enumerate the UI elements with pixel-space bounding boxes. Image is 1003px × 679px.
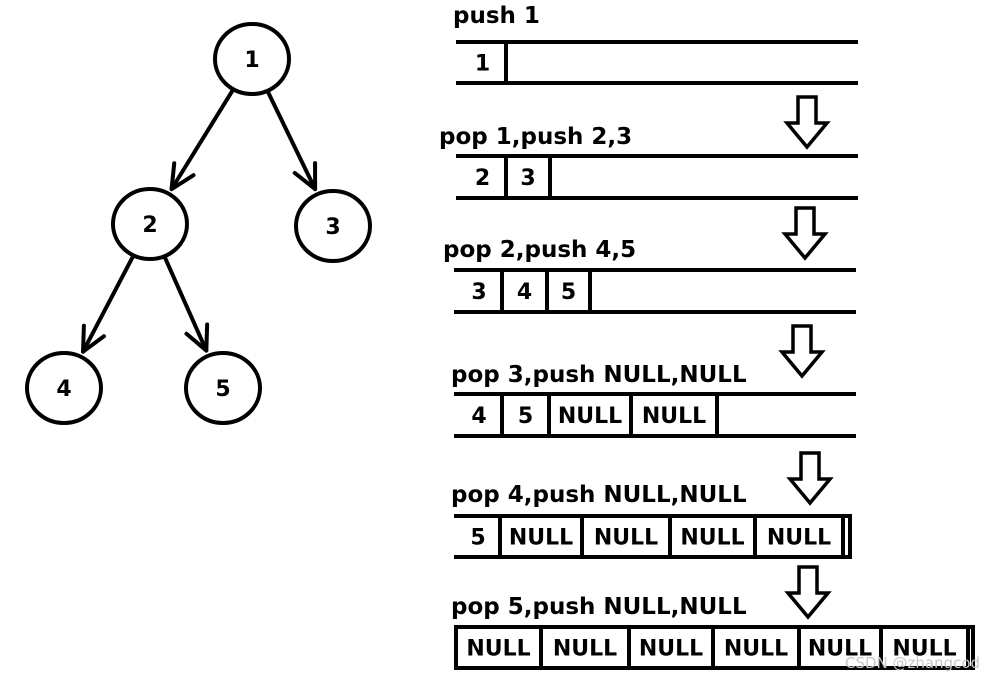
tree-edge-2-5 (162, 253, 210, 353)
down-arrow-icon (778, 324, 826, 379)
queue-cell-value: NULL (558, 404, 622, 429)
queue-step-3: pop 2,push 4,5 3 4 5 (443, 237, 856, 314)
queue-step-2: pop 1,push 2,3 2 3 (439, 124, 858, 200)
queue-cell: NULL (642, 394, 719, 436)
queue-cell-value: NULL (594, 526, 658, 551)
queue-cell-value: 5 (470, 526, 485, 551)
tree-node-5: 5 (184, 351, 262, 425)
queue-cell-value: 5 (518, 404, 533, 429)
queue-cell: NULL (879, 627, 970, 668)
queue-cell: NULL (547, 394, 633, 436)
queue-cell-value: 5 (561, 280, 576, 305)
tree-node-label: 2 (142, 213, 157, 238)
step-label: pop 1,push 2,3 (439, 124, 632, 150)
queue-cell-value: NULL (509, 526, 573, 551)
queue-cell: 3 (471, 270, 504, 312)
queue-cell: 2 (475, 156, 508, 198)
queue-cell-value: NULL (724, 637, 788, 662)
watermark: CSDN @zhangcod (845, 654, 980, 672)
queue-cell-value: NULL (680, 526, 744, 551)
queue-cell-value: 4 (471, 404, 486, 429)
down-arrow-icon (784, 565, 832, 620)
queue-step-5: pop 4,push NULL,NULL 5 NULL NULL NULL NULL (451, 482, 852, 559)
queue-cell: 5 (518, 394, 551, 436)
step-label: push 1 (453, 3, 540, 29)
queue-cell: NULL (797, 627, 883, 668)
queue-cell-value: NULL (642, 404, 706, 429)
tree-node-1: 1 (213, 22, 291, 96)
tree-edge-1-2 (169, 86, 236, 192)
queue-cell-value: NULL (553, 637, 617, 662)
queue-cell: 1 (475, 42, 508, 83)
tree-node-4: 4 (25, 351, 103, 425)
down-arrow-icon (781, 206, 829, 261)
tree-node-label: 1 (244, 48, 259, 73)
queue-cell: 5 (470, 516, 502, 557)
tree-node-label: 5 (215, 377, 230, 402)
queue-step-1: push 1 1 (453, 3, 858, 85)
queue-cell: NULL (498, 516, 584, 557)
down-arrow-icon (783, 95, 831, 150)
queue-cell-value: 3 (471, 280, 486, 305)
queue-cell: NULL (454, 627, 543, 668)
queue-cell: NULL (580, 516, 672, 557)
queue-cell-value: NULL (808, 637, 872, 662)
queue-cell-value: NULL (466, 637, 530, 662)
step-label: pop 3,push NULL,NULL (451, 362, 747, 388)
queue-cell-value: 2 (475, 166, 490, 191)
queue-cell-value: NULL (639, 637, 703, 662)
queue-cell-value: 1 (475, 52, 490, 77)
step-label: pop 2,push 4,5 (443, 237, 636, 263)
queue-cell: 4 (471, 394, 504, 436)
queue-step-6: pop 5,push NULL,NULL NULL NULL NULL NULL NULL… (451, 594, 975, 670)
tree-node-label: 3 (325, 215, 340, 240)
queue-cell: 3 (520, 156, 552, 198)
tree-node-3: 3 (294, 189, 372, 263)
queue-cell: NULL (753, 516, 845, 557)
tree-edge-2-4 (81, 252, 136, 354)
step-label: pop 4,push NULL,NULL (451, 482, 747, 508)
queue-cell-value: NULL (767, 526, 831, 551)
binary-tree: 1 2 3 4 5 (25, 22, 372, 425)
queue-cell: NULL (711, 627, 801, 668)
queue-cell: NULL (539, 627, 631, 668)
queue-cell-value: NULL (892, 637, 956, 662)
queue-steps: push 1 1 pop 1,push 2,3 2 3 pop 2,push 4,5 3 4 5… (439, 3, 975, 670)
queue-cell-value: 4 (517, 280, 532, 305)
queue-cell: NULL (668, 516, 757, 557)
step-label: pop 5,push NULL,NULL (451, 594, 747, 620)
queue-cell: 5 (561, 270, 592, 312)
tree-node-2: 2 (111, 187, 189, 261)
down-arrow-icon (786, 451, 834, 506)
queue-cell: 4 (517, 270, 549, 312)
queue-step-4: pop 3,push NULL,NULL 4 5 NULL NULL (451, 362, 856, 438)
queue-cell-value: 3 (520, 166, 535, 191)
queue-cell: NULL (627, 627, 715, 668)
tree-node-label: 4 (56, 377, 71, 402)
tree-edge-1-3 (265, 88, 318, 192)
